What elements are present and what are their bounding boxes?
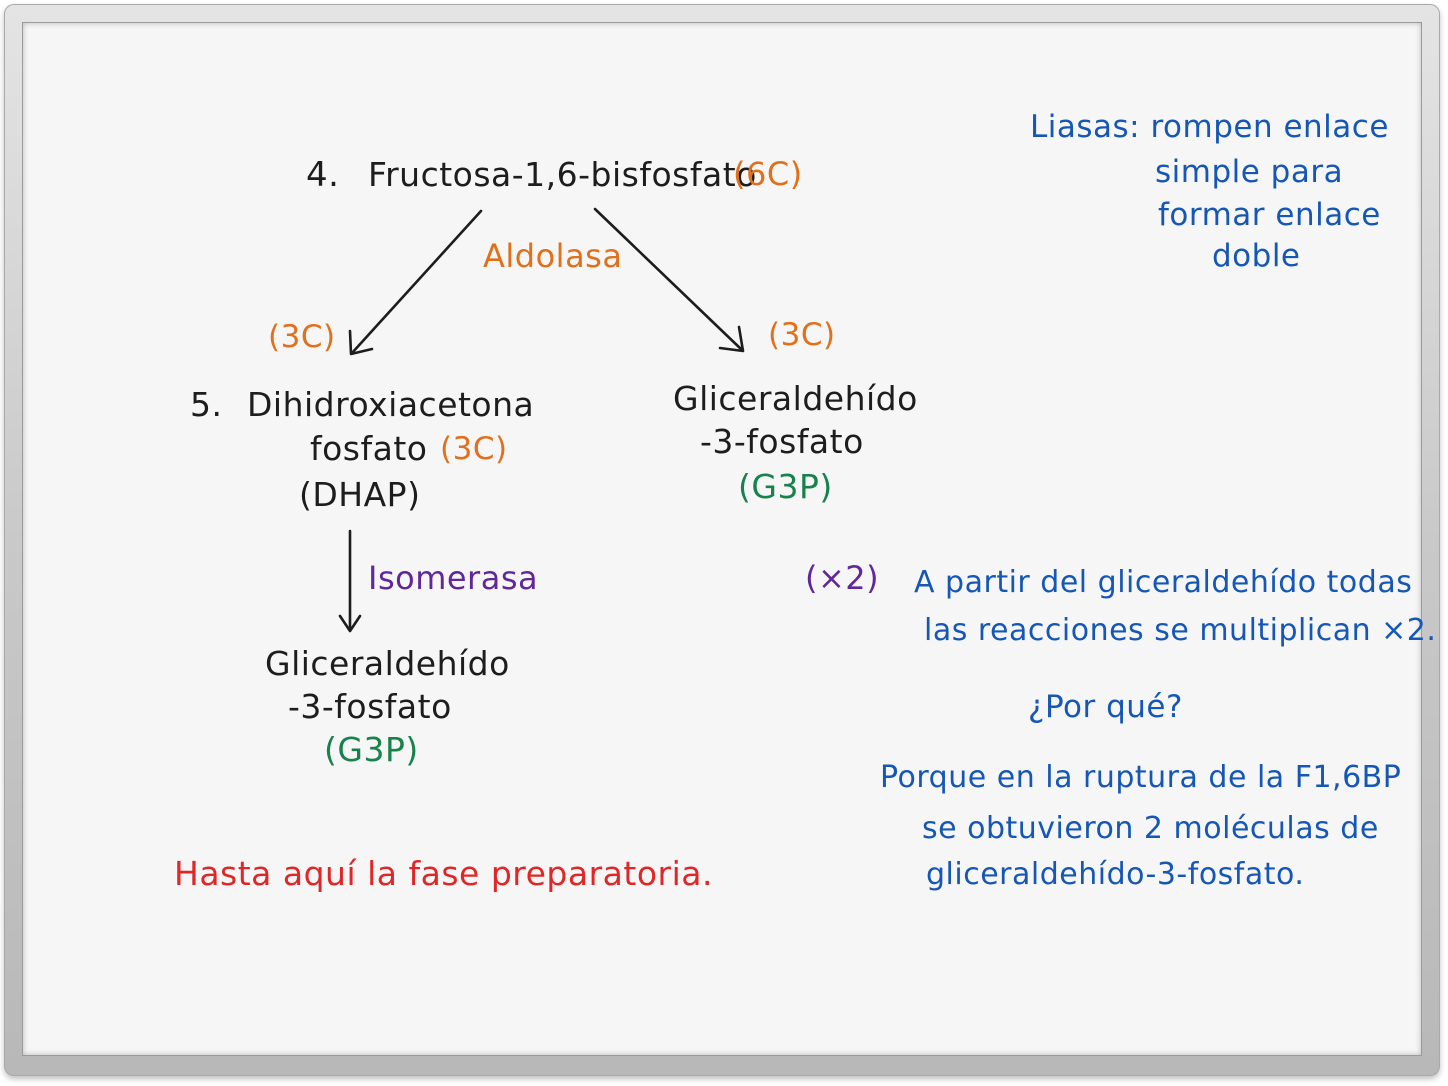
multiply-note-line1: A partir del gliceraldehído todas — [914, 565, 1413, 600]
multiply-marker: (×2) — [805, 559, 880, 597]
left-g3p-line1: Gliceraldehído — [265, 644, 510, 683]
arrow-to-dhap — [350, 209, 483, 355]
dhap-name-line2: fosfato — [310, 429, 428, 468]
dhap-abbrev: (DHAP) — [299, 475, 421, 514]
whiteboard-surface — [22, 22, 1422, 1056]
liasas-note-line4: doble — [1212, 238, 1301, 274]
aldolase-label: Aldolasa — [483, 237, 623, 275]
fructose-carbons: (6C) — [733, 155, 803, 193]
dhap-name-line1: Dihidroxiacetona — [247, 385, 535, 424]
left-arrow-carbons: (3C) — [268, 319, 336, 355]
arrow-to-g3p-head — [718, 325, 745, 353]
dhap-carbons: (3C) — [440, 431, 508, 467]
right-g3p-line1: Gliceraldehído — [673, 379, 918, 418]
answer-line2: se obtuvieron 2 moléculas de — [922, 811, 1379, 846]
answer-line3: gliceraldehído-3-fosfato. — [926, 857, 1305, 892]
question-text: ¿Por qué? — [1028, 689, 1183, 725]
multiply-note-line2: las reacciones se multiplican ×2. — [924, 613, 1437, 648]
left-g3p-line2: -3-fosfato — [288, 687, 452, 726]
step5-number: 5. — [190, 385, 223, 424]
right-g3p-abbrev: (G3P) — [738, 467, 833, 506]
right-arrow-carbons: (3C) — [768, 317, 836, 353]
step4-number: 4. — [306, 155, 340, 195]
isomerase-label: Isomerasa — [368, 559, 539, 597]
answer-line1: Porque en la ruptura de la F1,6BP — [880, 760, 1402, 795]
liasas-note-line3: formar enlace — [1158, 197, 1381, 233]
arrow-to-g3p — [593, 207, 744, 352]
fructose-bisphosphate-label: Fructosa-1,6-bisfosfato — [368, 155, 757, 194]
liasas-note-line1: Liasas: rompen enlace — [1030, 109, 1389, 145]
right-g3p-line2: -3-fosfato — [700, 422, 864, 461]
liasas-note-line2: simple para — [1155, 154, 1344, 190]
arrow-to-dhap-head — [348, 329, 374, 356]
preparatory-phase-note: Hasta aquí la fase preparatoria. — [174, 854, 713, 893]
arrow-isomerase-head — [338, 614, 362, 633]
left-g3p-abbrev: (G3P) — [324, 730, 419, 769]
